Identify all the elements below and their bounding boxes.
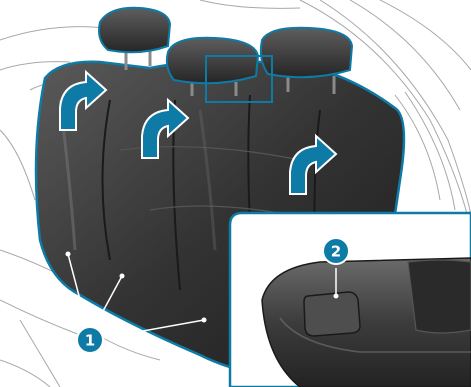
callout-2-dot (334, 294, 339, 299)
headrest-left (99, 8, 170, 70)
callout-2-badge: 2 (323, 238, 349, 264)
detail-inset (230, 213, 471, 387)
headrest-unlock-button (304, 292, 360, 336)
callout-1-label: 1 (85, 332, 95, 350)
callout-1-badge: 1 (77, 327, 103, 353)
callout-2-label: 2 (331, 243, 341, 261)
